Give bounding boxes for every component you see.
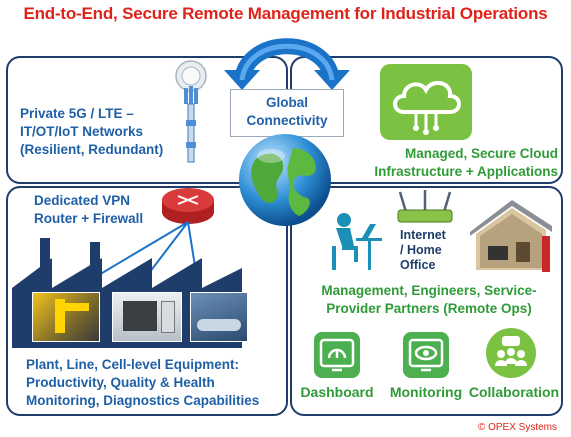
cloud-icon (380, 64, 472, 140)
partners-line2: Provider Partners (Remote Ops) (326, 301, 532, 316)
router-line1: Dedicated VPN (34, 193, 131, 208)
cloud-line1: Managed, Secure Cloud (404, 146, 558, 161)
network-line3: (Resilient, Redundant) (20, 142, 164, 157)
app-label-dashboard: Dashboard (300, 384, 374, 400)
home-office-line1: Internet (400, 228, 446, 242)
monitoring-icon (403, 332, 449, 378)
app-label-monitoring: Monitoring (389, 384, 463, 400)
cnc-machine-image (112, 292, 182, 342)
connectivity-line1: Global (265, 95, 308, 110)
robot-arm-image (32, 292, 100, 342)
global-connectivity-box: Global Connectivity (230, 89, 344, 137)
network-description: Private 5G / LTE – IT/OT/IoT Networks (R… (20, 105, 163, 159)
assembly-line-image (190, 292, 248, 342)
plant-line1: Plant, Line, Cell-level Equipment: (26, 357, 240, 372)
app-label-collaboration: Collaboration (468, 384, 560, 400)
cloud-description: Managed, Secure Cloud Infrastructure + A… (348, 145, 558, 181)
network-line2: IT/OT/IoT Networks (20, 124, 144, 139)
network-line1: Private 5G / LTE – (20, 106, 134, 121)
router-description: Dedicated VPN Router + Firewall (34, 192, 143, 228)
plant-line3: Monitoring, Diagnostics Capabilities (26, 393, 260, 408)
plant-line2: Productivity, Quality & Health (26, 375, 215, 390)
home-office-line2: / Home (400, 243, 442, 257)
collaboration-icon (486, 328, 536, 378)
copyright-notice: © OPEX Systems (477, 422, 557, 433)
home-office-line3: Office (400, 258, 436, 272)
home-office-house-icon (470, 200, 552, 272)
cell-tower-icon (175, 60, 207, 163)
plant-description: Plant, Line, Cell-level Equipment: Produ… (26, 356, 259, 410)
exchange-arrows-icon (224, 38, 350, 90)
router-icon (162, 188, 214, 224)
page-title: End-to-End, Secure Remote Management for… (23, 4, 548, 23)
home-office-description: Internet / Home Office (400, 228, 446, 273)
cloud-line2: Infrastructure + Applications (374, 164, 558, 179)
person-at-laptop-icon (332, 213, 382, 270)
connectivity-line2: Connectivity (246, 113, 328, 128)
partners-line1: Management, Engineers, Service- (321, 283, 537, 298)
wifi-router-icon (397, 190, 453, 223)
partners-description: Management, Engineers, Service- Provider… (300, 282, 558, 318)
router-line2: Router + Firewall (34, 211, 144, 226)
globe-icon (239, 134, 331, 226)
dashboard-icon (314, 332, 360, 378)
